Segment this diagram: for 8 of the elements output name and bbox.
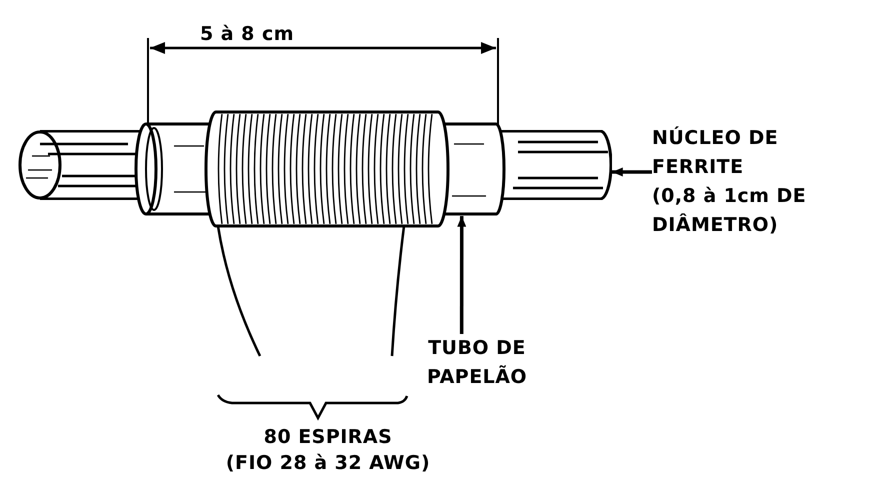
leader-arrow [612, 168, 652, 176]
callout-text: (0,8 à 1cm DE DIÂMETRO) [652, 184, 808, 238]
callout-text: NÚCLEO DE FERRITE [652, 125, 780, 180]
callout-text: TUBO DE PAPELÃO [426, 336, 528, 390]
turns-label: (FIO 28 à 32 AWG) [226, 451, 430, 476]
turns-label: 80 ESPIRAS [264, 425, 392, 450]
leader-arrow [457, 216, 466, 334]
dimension-label: 5 à 8 cm [200, 22, 294, 47]
